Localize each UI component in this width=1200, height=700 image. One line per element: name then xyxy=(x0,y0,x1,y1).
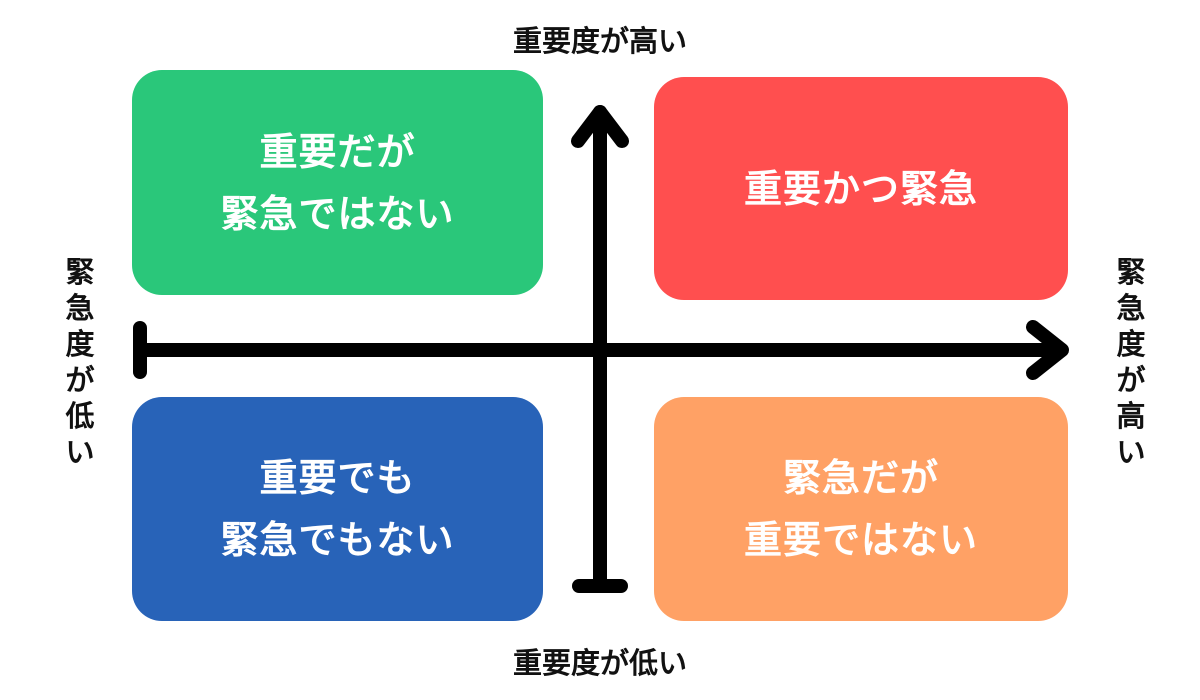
axis-label-left: 緊急度が低い xyxy=(65,255,95,469)
quadrant-line: 緊急ではない xyxy=(220,191,455,236)
quadrant-important-not-urgent: 重要だが 緊急ではない xyxy=(132,70,543,295)
quadrant-line: 緊急だが xyxy=(782,456,939,500)
quadrant-line: 重要かつ緊急 xyxy=(743,166,978,211)
quadrant-line: 重要ではない xyxy=(743,518,978,562)
quadrant-not-important-not-urgent: 重要でも 緊急でもない xyxy=(132,397,543,621)
quadrant-line: 緊急でもない xyxy=(220,518,455,562)
axis-lines xyxy=(133,105,1069,593)
vertical-axis-arrowhead xyxy=(571,105,629,148)
axis-label-bottom: 重要度が低い xyxy=(512,646,687,680)
quadrant-line: 重要だが xyxy=(259,129,416,174)
axis-label-right: 緊急度が高い xyxy=(1116,255,1146,469)
quadrant-important-and-urgent: 重要かつ緊急 xyxy=(654,77,1068,300)
quadrant-line: 重要でも xyxy=(259,456,416,500)
quadrant-urgent-not-important: 緊急だが 重要ではない xyxy=(654,397,1068,621)
horizontal-axis-arrowhead xyxy=(1026,320,1069,380)
axis-label-top: 重要度が高い xyxy=(512,24,687,58)
